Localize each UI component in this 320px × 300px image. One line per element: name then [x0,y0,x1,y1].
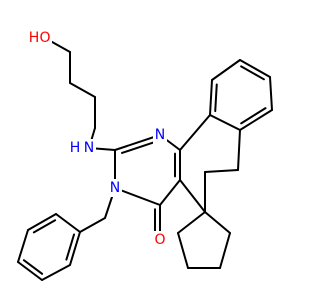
bond-ch2-arom [204,169,239,173]
bond-c2-n1 [114,134,161,151]
bond-arom-ch2 [237,129,241,171]
bond-ph-6 [55,213,81,233]
carbonyl-o-label: O [154,232,165,248]
bond-cp-2 [219,232,231,269]
bond-arom-2 [211,59,241,81]
amine-n-label: N [84,140,94,156]
hydroxyl-h-bg [27,29,41,47]
bond-c4a-spiro [179,179,206,213]
ring-n1-bg [153,126,167,144]
bond-arom-4 [269,76,273,111]
bond-ph-1-second [65,233,76,261]
atom-label-layer: H O H N N N O [27,29,167,249]
hydroxyl-group: H O [27,29,52,47]
bond-arom-5-second [240,107,267,125]
amine-h-bg [69,139,81,157]
bond-ph-link [79,217,106,233]
hydroxyl-o-bg [38,29,52,47]
bond-c4a-c4 [159,179,181,206]
amine-h-label: H [70,140,81,156]
ring-n3-label: N [110,180,120,196]
bond-ph-5-second [32,219,57,234]
amine-n-bg [82,139,96,157]
amine-group: H N [69,139,96,157]
hydroxyl-o-label: O [39,30,50,46]
bond-arom-1 [209,79,213,116]
bond-cp-1 [204,211,231,234]
hydroxyl-h-label: H [29,30,40,46]
bond-arom-5 [239,109,273,131]
bond-cp-4 [177,232,189,269]
bond-ph-4 [17,229,29,263]
bond-chain-2 [69,82,96,98]
bond-arom-3-second [240,65,265,81]
bond-ph-3-second [22,259,44,275]
ring-n1-label: N [155,127,165,143]
structure-drawing: H O H N N N O [17,29,273,281]
bond-arom-6 [209,114,241,131]
bond-c4-n3 [114,187,161,206]
bond-ph-3 [17,261,43,281]
bond-layer [17,37,273,281]
bond-ph-1 [69,231,81,266]
bond-c10b-arom [179,114,211,151]
bond-arom-3 [239,59,271,78]
molecule-canvas: H O H N N N O [17,29,273,281]
bond-cp-5 [177,211,206,234]
bond-arom-1-second [214,83,218,113]
carbonyl-o-bg [153,231,167,249]
ring-n3-bg [108,179,122,197]
bond-ph-2 [41,264,71,281]
bond-ph-5 [27,213,57,231]
bond-c2-n1-second [120,140,158,154]
